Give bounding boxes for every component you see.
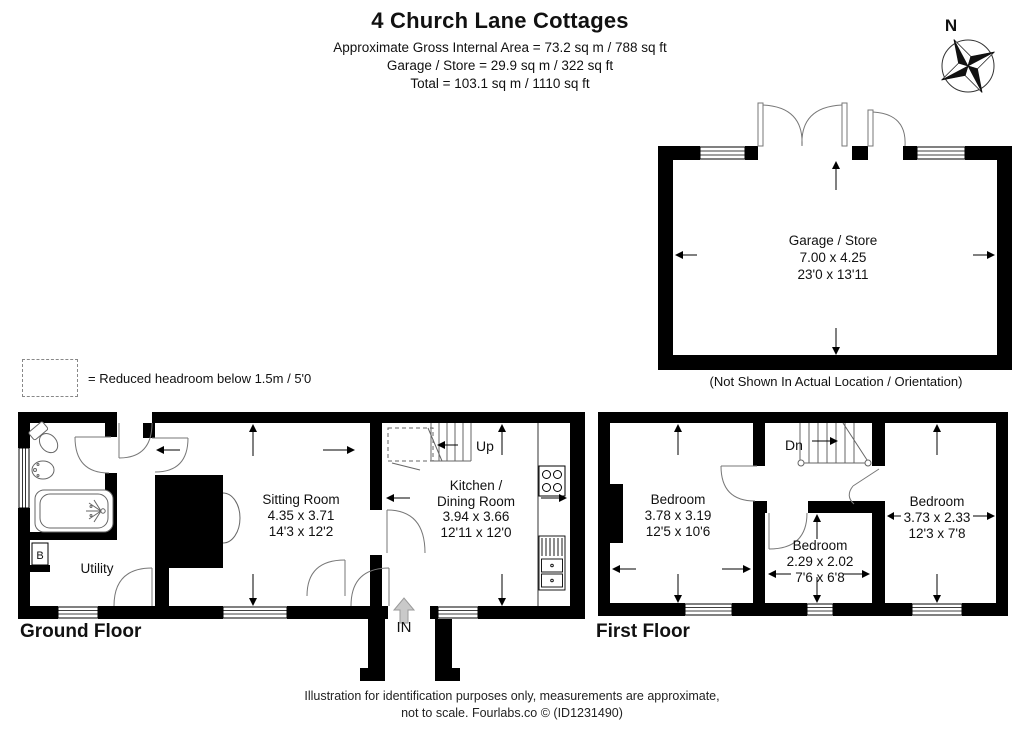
disclaimer-line-1: Illustration for identification purposes… [304,689,720,703]
header: 4 Church Lane Cottages Approximate Gross… [0,8,1000,93]
garage-walls [658,146,1012,370]
room-name-line1: Kitchen / [449,478,503,493]
room-size-metric: 2.29 x 2.02 [786,554,854,569]
stairs-down-icon [797,422,872,467]
room-name: Bedroom [650,492,706,507]
room-size-metric: 3.94 x 3.66 [442,509,510,524]
toilet-icon [28,421,59,454]
first-floor-windows [684,603,963,616]
room-size-imperial: 12'3 x 7'8 [908,526,966,541]
window-mullions [685,607,962,612]
window-mullions [22,448,478,615]
garage-doors [757,102,906,147]
boiler-box [31,542,49,566]
bedroom3-label: Bedroom 3.73 x 2.33 12'3 x 7'8 [904,494,971,542]
room-size-imperial: 12'5 x 10'6 [645,524,711,539]
room-size-metric: 7.00 x 4.25 [799,250,867,265]
bedroom1-label: Bedroom 3.78 x 3.19 12'5 x 10'6 [645,492,712,540]
fireplace-icon [222,492,241,544]
ground-floor-title: Ground Floor [20,621,142,642]
room-size-imperial: 14'3 x 12'2 [268,524,334,539]
garage-dimension-arrows [675,161,995,355]
basin-icon [31,460,55,480]
disclaimer-line-2: not to scale. Fourlabs.co © (ID1231490) [401,706,623,720]
first-floor-dimension-arrows [612,424,995,603]
first-floor-walls [598,412,1008,616]
ground-floor-plan [18,412,585,681]
page-title: 4 Church Lane Cottages [371,8,629,33]
compass-north-label: N [944,16,958,35]
bath-icon [34,489,114,533]
stairs-down-label: Dn [785,437,803,453]
area-line-3: Total = 103.1 sq m / 1110 sq ft [410,76,590,91]
area-line-1: Approximate Gross Internal Area = 73.2 s… [333,40,667,55]
ground-floor-doors [74,422,426,607]
utility-label: Utility [80,561,114,576]
room-size-metric: 3.73 x 2.33 [903,510,971,525]
garage-plan [658,102,1012,370]
room-size-imperial: 23'0 x 13'11 [797,267,869,282]
first-floor-doors [720,465,880,550]
hob-icon [538,465,566,497]
room-size-imperial: 12'11 x 12'0 [440,524,512,540]
garage-note: (Not Shown In Actual Location / Orientat… [709,374,963,389]
garage-room-label: Garage / Store 7.00 x 4.25 23'0 x 13'11 [789,232,878,283]
room-size-imperial: 7'6 x 6'8 [795,570,845,585]
first-floor-title: First Floor [596,621,690,642]
sink-icon [538,535,566,591]
stairs-up-icon [387,423,472,471]
room-size-metric: 3.78 x 3.19 [644,508,712,523]
stairs-up-label: Up [476,438,494,454]
ground-floor-dimension-arrows [156,424,567,606]
garage-window-mullions [700,150,965,156]
kitchen-label: Kitchen / Dining Room 3.94 x 3.66 12'11 … [437,478,515,540]
room-name: Bedroom [792,538,848,553]
room-name: Bedroom [909,494,965,509]
reduced-headroom-swatch [22,359,78,397]
entrance-in-label: IN [396,619,412,636]
ground-floor-walls [18,412,585,681]
room-size-metric: 4.35 x 3.71 [267,508,335,523]
boiler-label: B [36,550,44,562]
compass-icon [941,39,995,93]
first-floor-plan [598,412,1008,616]
area-line-2: Garage / Store = 29.9 sq m / 322 sq ft [386,58,614,73]
room-name: Sitting Room [262,492,340,507]
room-name-line2: Dining Room [436,493,516,509]
sitting-room-label: Sitting Room 4.35 x 3.71 14'3 x 12'2 [262,492,339,540]
bedroom2-label: Bedroom 2.29 x 2.02 7'6 x 6'8 [787,538,854,586]
room-name: Garage / Store [788,233,878,248]
ground-floor-windows [18,447,479,619]
entrance-arrow-icon [392,597,416,624]
footer-disclaimer: Illustration for identification purposes… [0,688,1024,722]
legend-text: = Reduced headroom below 1.5m / 5'0 [88,371,312,386]
garage-windows [699,146,966,160]
